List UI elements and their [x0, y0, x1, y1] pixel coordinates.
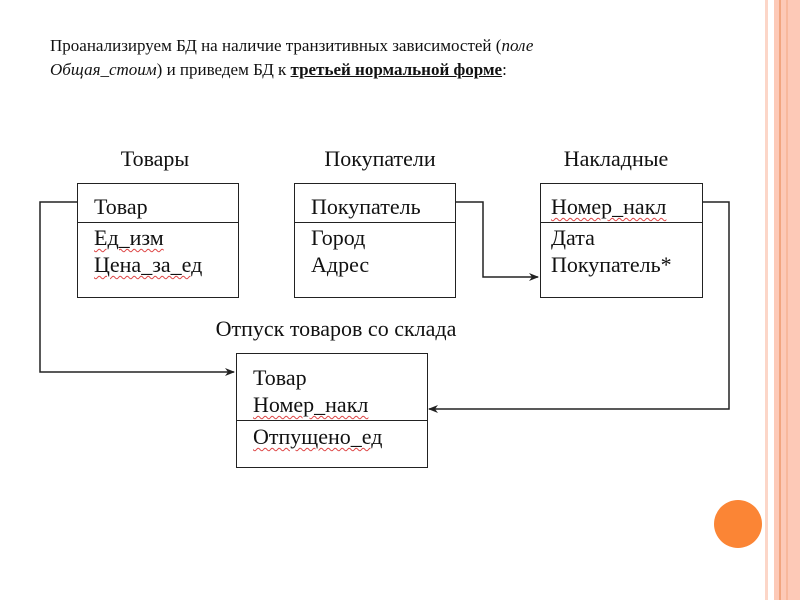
connector-goods-to-shipments: [39, 201, 235, 376]
field: Ед_изм: [94, 225, 164, 250]
table-title-customers: Покупатели: [324, 146, 436, 171]
field: Отпущено_ед: [253, 424, 383, 449]
field: Адрес: [311, 252, 370, 277]
field: Дата: [551, 225, 595, 250]
key-field: Покупатель: [311, 194, 421, 219]
table-invoices: Номер_накл Дата Покупатель*: [540, 183, 703, 298]
key-section: [541, 184, 702, 223]
intro-text: Проанализируем БД на наличие транзитивны…: [50, 34, 650, 82]
key-field: Товар: [94, 194, 148, 219]
table-title-invoices: Накладные: [563, 146, 669, 171]
key-field: Товар: [253, 365, 307, 390]
intro-part1: Проанализируем БД на наличие транзитивны…: [50, 36, 502, 55]
decor-stripe-line: [786, 0, 788, 600]
intro-field-name: Общая_стоим: [50, 60, 157, 79]
connector-customers-to-invoices: [455, 201, 539, 281]
decor-orange-circle: [714, 500, 762, 548]
decor-stripe-thin: [765, 0, 768, 600]
table-title-goods: Товары: [120, 146, 190, 171]
key-field: Номер_накл: [551, 194, 667, 219]
intro-italic1: поле: [501, 36, 534, 55]
key-field: Номер_накл: [253, 392, 369, 417]
connector-invoices-to-shipments: [428, 201, 730, 413]
table-shipments: Товар Номер_накл Отпущено_ед: [236, 353, 428, 468]
intro-emphasis: третьей нормальной форме: [290, 60, 503, 79]
intro-part2: ) и приведем БД к: [156, 60, 291, 79]
table-title-shipments: Отпуск товаров со склада: [215, 316, 457, 341]
field: Покупатель*: [551, 252, 672, 277]
table-goods: Товар Ед_изм Цена_за_ед: [77, 183, 239, 298]
decor-stripe-dark: [779, 0, 781, 600]
table-customers: Покупатель Город Адрес: [294, 183, 456, 298]
intro-part3: :: [502, 60, 507, 79]
field: Город: [311, 225, 366, 250]
field: Цена_за_ед: [94, 252, 203, 277]
key-section: [237, 354, 427, 421]
key-section: [78, 184, 238, 223]
key-section: [295, 184, 455, 223]
